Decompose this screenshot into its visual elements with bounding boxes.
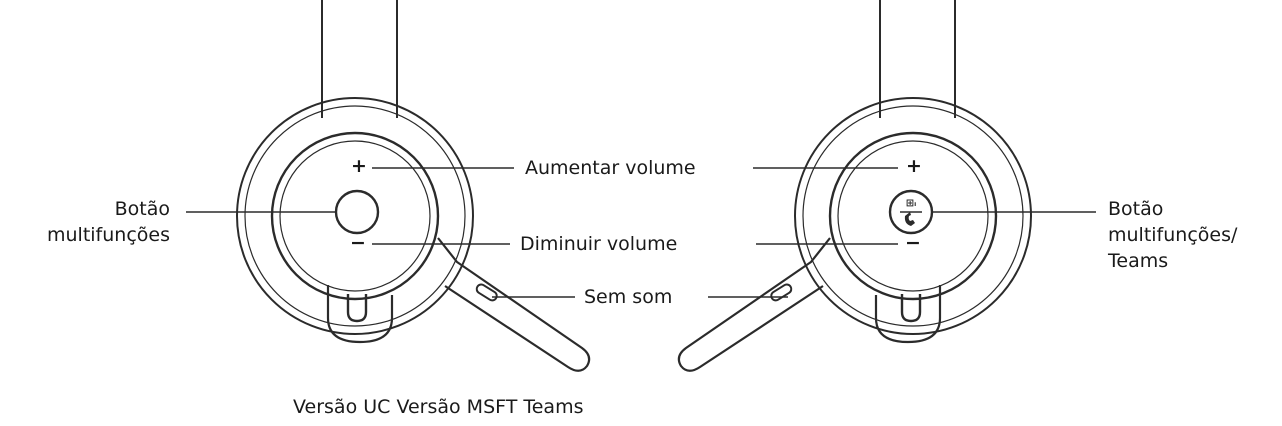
- label-mute: Sem som: [584, 286, 673, 308]
- label-multifunction-right-1: Botão: [1108, 198, 1164, 220]
- ear-housing-right: [828, 131, 998, 301]
- label-multifunction-right-2: multifunções/: [1108, 224, 1238, 246]
- multifunction-button-left: [334, 189, 380, 235]
- boom-mic-right: [677, 237, 831, 372]
- ear-housing-left: [270, 131, 440, 301]
- clip-left: [326, 285, 394, 344]
- plus-symbol-left[interactable]: +: [351, 155, 367, 177]
- ear-cushion-left: [236, 97, 474, 335]
- callout-lines: [186, 167, 1096, 298]
- caption: Versão UC Versão MSFT Teams: [293, 396, 584, 418]
- teams-call-icon: ⊞ᵢ: [900, 198, 922, 226]
- plus-symbol-right[interactable]: +: [906, 155, 922, 177]
- label-multifunction-right-3: Teams: [1108, 250, 1169, 272]
- headband-right: [879, 0, 956, 118]
- clip-right: [874, 285, 942, 344]
- headset-teams: [677, 0, 1032, 372]
- headset-uc: [236, 0, 591, 372]
- minus-symbol-left[interactable]: −: [350, 232, 366, 254]
- minus-symbol-right[interactable]: −: [905, 232, 921, 254]
- label-volume-down: Diminuir volume: [520, 233, 678, 255]
- label-multifunction-left-1: Botão: [114, 198, 170, 220]
- label-volume-up: Aumentar volume: [525, 157, 696, 179]
- mute-button-right: [770, 283, 793, 302]
- svg-text:⊞ᵢ: ⊞ᵢ: [906, 198, 917, 209]
- label-multifunction-left-2: multifunções: [47, 224, 170, 246]
- ear-cushion-right: [794, 97, 1032, 335]
- boom-mic-left: [437, 237, 591, 372]
- headband-left: [321, 0, 398, 118]
- mute-button-left: [475, 283, 498, 302]
